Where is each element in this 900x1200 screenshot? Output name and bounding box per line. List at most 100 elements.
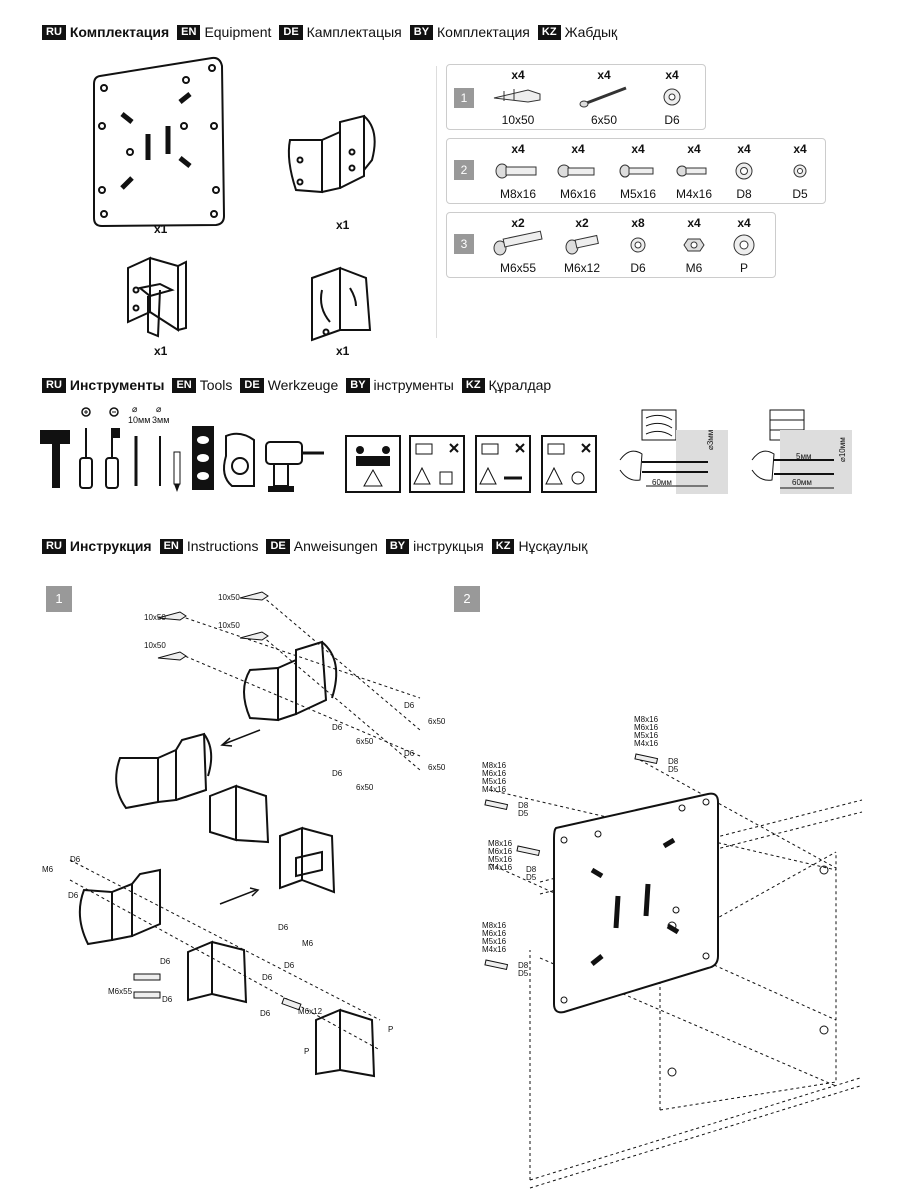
svg-text:⌀: ⌀ — [156, 404, 162, 414]
tools-drawing: ⌀ ⌀ — [40, 404, 852, 494]
part-name: M8x16 — [499, 187, 537, 201]
label-washer: D6 — [332, 769, 343, 778]
plate-qty: x1 — [154, 222, 168, 236]
part-count: x4 — [571, 142, 585, 156]
part-count: x4 — [597, 68, 611, 82]
two-person-warning-icon — [345, 435, 401, 493]
washer-label: D5 — [526, 873, 537, 882]
section-label: Инструкция — [69, 538, 152, 554]
lang-tag: RU — [42, 24, 66, 40]
bolt-label: M5x16 — [634, 731, 659, 740]
section-label: Нұсқаулық — [518, 538, 588, 554]
pivot-bracket-drawing — [127, 256, 187, 338]
label-washer: D6 — [68, 891, 79, 900]
brick-drilling-diagram — [751, 409, 852, 494]
label-washer: D6 — [260, 1009, 271, 1018]
lang-tag: BY — [346, 377, 370, 393]
part-name: D5 — [792, 187, 808, 201]
kit-3-box — [446, 212, 776, 278]
label-washer: D6 — [162, 995, 173, 1004]
label-washer: D6 — [70, 855, 81, 864]
tape-measure-icon — [223, 432, 255, 487]
drill-bit-10mm-icon: ⌀ — [132, 404, 138, 486]
power-drill-icon — [265, 441, 324, 492]
part-name: M4x16 — [675, 187, 713, 201]
bolt-label: M5x16 — [482, 777, 507, 786]
washer-label: D8 — [518, 961, 529, 970]
washer-label: D8 — [518, 801, 529, 810]
lang-tag: RU — [42, 538, 66, 554]
wood-screw-icon — [579, 86, 627, 108]
part-count: x8 — [631, 216, 645, 230]
bolt-label: M6x16 — [482, 929, 507, 938]
label-short-bolt: M6x12 — [298, 1007, 323, 1016]
short-bolt-icon — [565, 234, 599, 255]
no-drill-gas-warning-icon — [541, 435, 597, 493]
part-count: x4 — [511, 142, 525, 156]
section-label: інструкцыя — [413, 538, 484, 554]
part-count: x4 — [687, 216, 701, 230]
bolt-label: M8x16 — [634, 715, 659, 724]
lang-tag: DE — [240, 377, 264, 393]
drill-bit-3mm-icon: ⌀ — [156, 404, 162, 486]
step-2-drawing: M8x16 M6x16 M5x16 M4x16 D8 D5 M8x16 M6x1… — [482, 715, 863, 1189]
section-label: Anweisungen — [293, 538, 378, 554]
no-drill-water-warning-icon — [475, 435, 531, 493]
part-count: x2 — [575, 216, 589, 230]
section-label: Instructions — [186, 538, 259, 554]
bolt-icon — [495, 163, 537, 179]
bolt-label: M4x16 — [634, 739, 659, 748]
label-long-bolt: M6x55 — [108, 987, 133, 996]
part-name: M5x16 — [619, 187, 657, 201]
bolt-label: M8x16 — [488, 839, 513, 848]
label-washer: D6 — [262, 973, 273, 982]
label-washer: D6 — [404, 701, 415, 710]
section-label: Комплектация — [69, 24, 170, 40]
kit-1-box — [446, 64, 706, 130]
label-screw: 6x50 — [356, 737, 374, 746]
part-name: M6x16 — [559, 187, 597, 201]
wall-bracket-qty: x1 — [336, 218, 350, 232]
drill-bit-size-label: 3мм — [152, 415, 170, 425]
brick-depth-label: 60мм — [792, 478, 812, 487]
bolt-icon — [557, 164, 595, 178]
section-label: Инструменты — [69, 377, 165, 393]
lang-tag: KZ — [461, 377, 485, 393]
hammer-icon — [40, 430, 70, 488]
section-label: Equipment — [204, 24, 272, 40]
part-count: x4 — [631, 142, 645, 156]
bolt-icon — [676, 165, 707, 177]
drill-bit-size-label: 10мм — [128, 415, 151, 425]
part-name: D8 — [736, 187, 752, 201]
section-label: Құралдар — [488, 377, 552, 393]
lang-tag: DE — [266, 538, 290, 554]
washer-label: D5 — [518, 969, 529, 978]
part-name: M6x55 — [499, 261, 537, 275]
kit-number: 2 — [454, 160, 474, 180]
section-label: Werkzeuge — [267, 377, 339, 393]
bolt-label: M4x16 — [482, 945, 507, 954]
lang-tag: KZ — [537, 24, 561, 40]
no-drill-electric-warning-icon — [409, 435, 465, 493]
label-screw: 6x50 — [356, 783, 374, 792]
long-bolt-icon — [493, 230, 543, 256]
brick-diameter-label: ⌀10мм — [838, 437, 847, 462]
washer-label: D8 — [526, 865, 537, 874]
pivot-bracket-qty: x1 — [154, 344, 168, 358]
label-nut: M6 — [42, 865, 54, 874]
section-label: Камплектацыя — [306, 24, 402, 40]
kit-number: 1 — [454, 88, 474, 108]
label-washer: D6 — [160, 957, 171, 966]
label-screw: 6x50 — [428, 717, 446, 726]
lang-tag: EN — [159, 538, 183, 554]
part-name: 10x50 — [501, 113, 535, 127]
cross-screwdriver-icon — [79, 407, 93, 489]
spacer-icon — [733, 234, 755, 256]
